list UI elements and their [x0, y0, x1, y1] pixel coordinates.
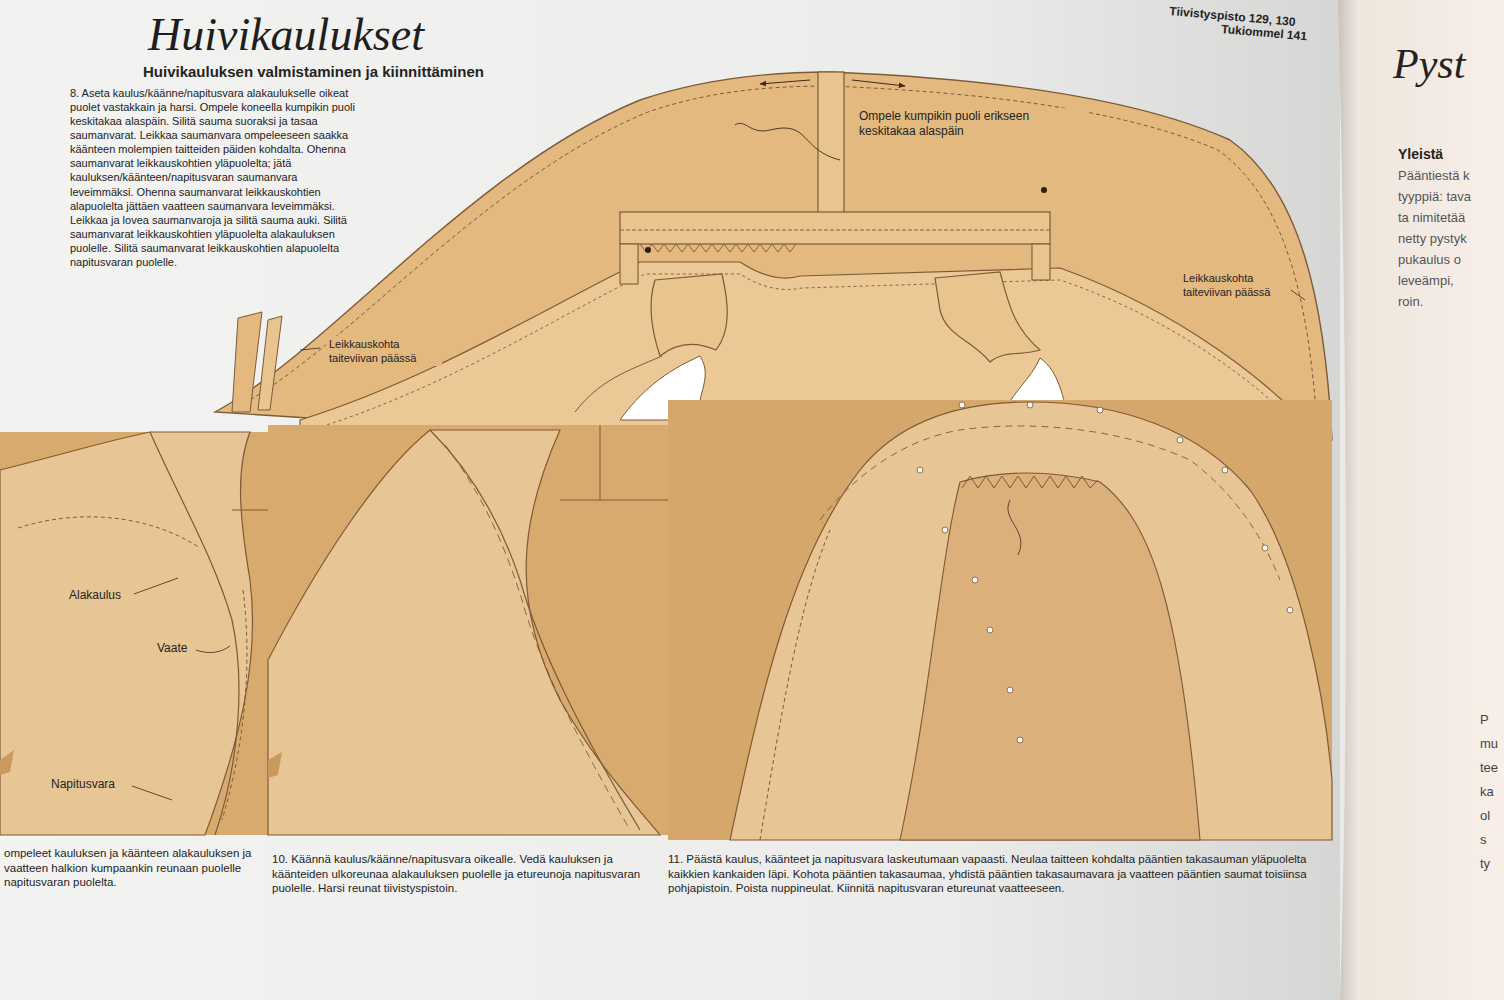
leader-line [300, 348, 320, 350]
thread [735, 123, 840, 160]
notch [268, 752, 282, 778]
band-end [1032, 244, 1050, 280]
page-text: mu [1480, 736, 1498, 753]
cut-point [1041, 187, 1047, 193]
stitch-line [760, 530, 830, 840]
seam-line [620, 230, 1050, 231]
band-end [620, 244, 638, 284]
part-label: Napitusvara [48, 776, 118, 793]
page-text: P [1480, 712, 1489, 729]
subheading: Yleistä [1398, 146, 1443, 164]
right-page [1338, 0, 1504, 1000]
stitch-line [222, 590, 247, 820]
lapel-flap [935, 272, 1040, 362]
notch [0, 750, 14, 775]
fold-line [150, 432, 239, 835]
page-text: netty pystyk [1398, 231, 1467, 248]
callout-label: Leikkauskohta taiteviivan päässä [1180, 270, 1291, 300]
seam-allowance [258, 316, 282, 410]
neck-band [620, 212, 1050, 244]
step-panel [668, 400, 1332, 840]
clipped-seam [640, 244, 796, 252]
part-label: Vaate [154, 640, 190, 657]
step-text: 8. Aseta kaulus/käänne/napitusvara alaka… [70, 86, 358, 269]
step-panel [268, 425, 683, 835]
drawing-part [972, 577, 978, 583]
drawing-part [917, 467, 923, 473]
collar-back [730, 402, 1332, 840]
drawing-part [1007, 687, 1013, 693]
left-page [0, 0, 1340, 1000]
page-text: leveämpi, [1398, 273, 1454, 290]
cut-point [645, 247, 651, 253]
section-heading: Huivikauluksen valmistaminen ja kiinnitt… [143, 62, 484, 81]
back-neck [900, 473, 1200, 840]
direction-arrow [760, 80, 810, 84]
center-back-strip [818, 72, 844, 214]
page-text: s [1480, 832, 1487, 849]
page-text: ta nimitetää [1398, 210, 1465, 227]
basting-line [820, 426, 1280, 580]
seam-allowance [232, 312, 262, 412]
drawing-part [942, 527, 948, 533]
drawing-part [1017, 737, 1023, 743]
fold-line [575, 356, 662, 412]
fold-line [430, 430, 640, 830]
leader-line [132, 786, 172, 800]
leader-line [196, 646, 230, 653]
seam-line [560, 500, 683, 501]
garment-front [0, 432, 253, 835]
drawing-part [959, 402, 965, 408]
drawing-part [1177, 437, 1183, 443]
page-text: ol [1480, 808, 1490, 825]
page-text: Pääntiestä k [1398, 168, 1470, 185]
clipped-seam [962, 476, 1098, 488]
page-heading: Pyst [1393, 38, 1465, 92]
drawing-part [987, 627, 993, 633]
drawing-part [1097, 407, 1103, 413]
page-text: pukaulus o [1398, 252, 1461, 269]
page-title: Huivikaulukset [148, 6, 424, 65]
pins [917, 402, 1293, 743]
step-caption: ompeleet kauluksen ja käänteen alakauluk… [4, 846, 254, 890]
basting-line [445, 445, 630, 830]
page-text: ty [1480, 856, 1490, 873]
garment-front [268, 430, 660, 835]
collar-piece [215, 72, 1332, 440]
direction-arrow [852, 80, 905, 86]
page-text: roin. [1398, 294, 1423, 311]
page-text: ka [1480, 784, 1494, 801]
step-caption: 11. Päästä kaulus, käänteet ja napitusva… [668, 852, 1328, 896]
drawing-part [1222, 467, 1228, 473]
drawing-part [1287, 607, 1293, 613]
part-label: Alakaulus [66, 587, 124, 604]
callout-label: Leikkauskohta taiteviivan päässä [326, 336, 442, 366]
drawing-part [1027, 402, 1033, 408]
leader-line [134, 578, 178, 594]
page-text: tyyppiä: tava [1398, 189, 1471, 206]
thread [1008, 500, 1021, 555]
stitch-line [18, 517, 200, 548]
lapel-flap [651, 274, 727, 356]
step-caption: 10. Käännä kaulus/käänne/napitusvara oik… [272, 852, 642, 896]
seam-line [600, 425, 601, 500]
page-text: tee [1480, 760, 1498, 777]
callout-label: Ompele kumpikin puoli erikseen keskitaka… [856, 108, 1087, 141]
drawing-part [1262, 545, 1268, 551]
